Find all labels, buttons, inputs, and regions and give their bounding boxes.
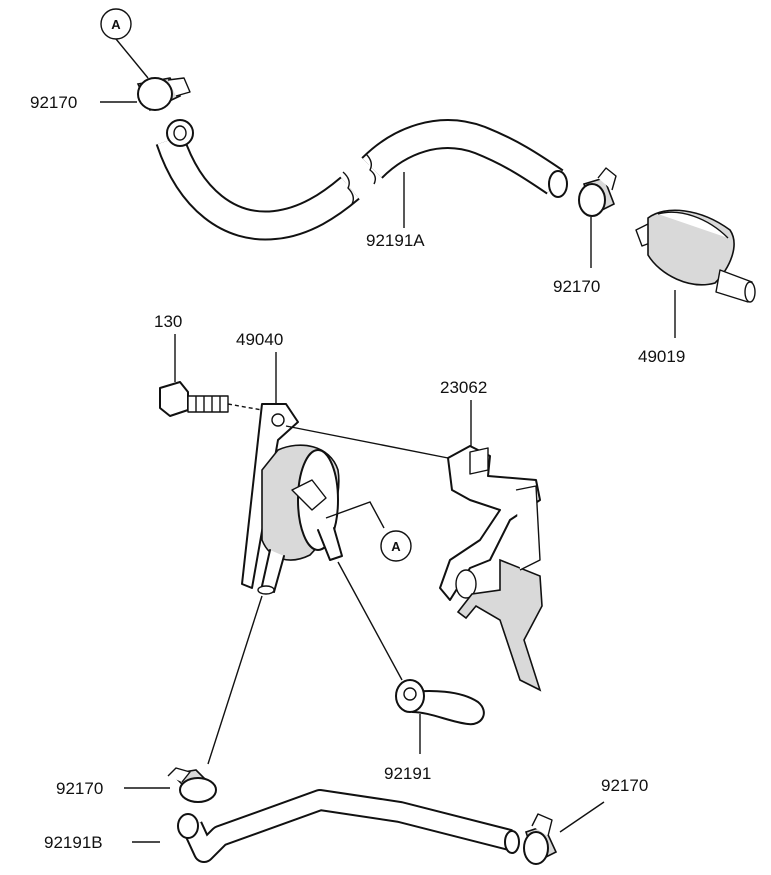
clamp-upper-right bbox=[578, 167, 617, 217]
hose-lower bbox=[177, 789, 520, 863]
leader-pump-to-hose-middle bbox=[337, 561, 403, 681]
clamp-upper-left bbox=[136, 77, 191, 112]
fuel-filter bbox=[635, 209, 756, 303]
label-clamp-lower-right: 92170 bbox=[601, 776, 648, 795]
label-hose-upper: 92191A bbox=[366, 231, 425, 250]
bracket bbox=[439, 445, 543, 692]
hose-upper-left-segment bbox=[155, 119, 360, 241]
hose-upper-right-segment bbox=[361, 119, 568, 198]
label-bolt: 130 bbox=[154, 312, 182, 331]
label-clamp-upper-left: 92170 bbox=[30, 93, 77, 112]
callout-a-pump: A bbox=[325, 501, 412, 562]
label-fuel-pump: 49040 bbox=[236, 330, 283, 349]
label-clamp-upper-right: 92170 bbox=[553, 277, 600, 296]
leader-pump-to-clamp-lower bbox=[207, 595, 263, 765]
fuel-pump bbox=[241, 403, 343, 595]
label-hose-middle: 92191 bbox=[384, 764, 431, 783]
label-fuel-filter: 49019 bbox=[638, 347, 685, 366]
leader-clamp-lower-right bbox=[559, 801, 605, 833]
label-bracket: 23062 bbox=[440, 378, 487, 397]
callout-a-pump-text: A bbox=[391, 539, 401, 554]
label-clamp-lower-left: 92170 bbox=[56, 779, 103, 798]
hose-middle bbox=[395, 679, 485, 726]
clamp-lower-right bbox=[523, 813, 558, 865]
callout-a-top: A bbox=[100, 8, 149, 79]
bolt bbox=[159, 381, 263, 417]
callout-a-top-text: A bbox=[111, 17, 121, 32]
leader-pump-to-bracket bbox=[285, 425, 449, 459]
label-hose-lower: 92191B bbox=[44, 833, 103, 852]
clamp-lower-left bbox=[167, 767, 217, 803]
